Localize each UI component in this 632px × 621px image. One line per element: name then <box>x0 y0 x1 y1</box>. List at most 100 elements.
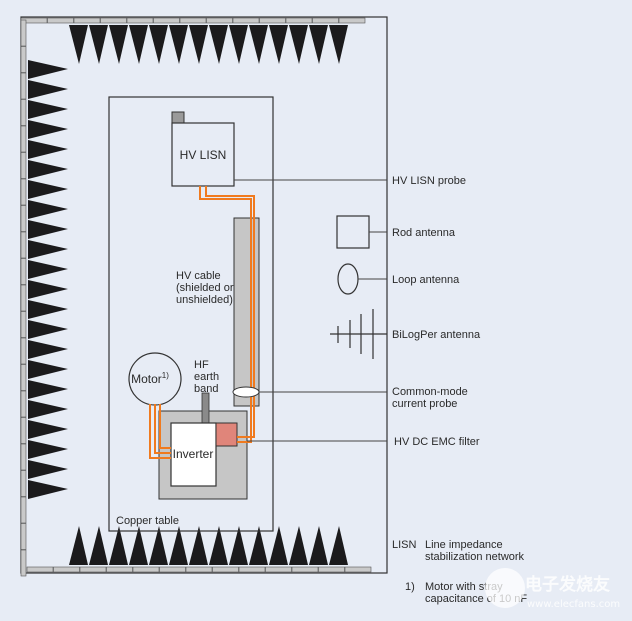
wall-brick <box>20 19 27 47</box>
wall-brick <box>20 125 27 153</box>
absorber-cone-bottom <box>129 526 148 565</box>
hf-label-line-2: earth <box>194 371 219 383</box>
wall-brick <box>259 17 286 24</box>
wall-brick <box>100 17 127 24</box>
wall-brick <box>153 17 180 24</box>
legend-key-footnote: 1) <box>405 581 415 593</box>
absorber-cone-left <box>28 200 68 219</box>
hf-earth-band <box>201 392 210 424</box>
wall-brick <box>47 17 74 24</box>
absorber-cone-bottom <box>109 526 128 565</box>
callout-hv-dc-emc-filter: HV DC EMC filter <box>394 436 480 448</box>
wall-brick <box>285 17 313 24</box>
hv-cable-label: HV cable (shielded or unshielded) <box>176 270 237 306</box>
wall-brick <box>132 566 160 573</box>
absorber-cone-left <box>28 120 68 139</box>
chamber-walls <box>20 17 372 577</box>
absorber-cone-left <box>28 460 68 479</box>
inverter-box <box>170 422 217 487</box>
absorber-cone-left <box>28 420 68 439</box>
wall-brick <box>20 470 27 497</box>
wall-brick <box>20 258 27 285</box>
absorber-cone-top <box>329 25 348 64</box>
hf-earth-band-label: HF earth band <box>194 359 222 395</box>
absorber-cone-left <box>28 240 68 259</box>
legend-footnote-line-1: Motor with stray <box>425 581 503 593</box>
absorber-cone-left <box>28 60 68 79</box>
absorber-cone-left <box>28 80 68 99</box>
wall-brick <box>26 566 54 573</box>
wall-brick <box>179 17 207 24</box>
motor-cable-3 <box>159 404 171 449</box>
wall-brick <box>20 72 27 100</box>
hv-cable-line-3: unshielded) <box>176 294 233 306</box>
callout-rod-antenna: Rod antenna <box>392 227 456 239</box>
hv-cable-shield <box>233 217 260 407</box>
absorber-cone-top <box>89 25 108 64</box>
legend-lisn-line-1: Line impedance <box>425 539 503 551</box>
wall-brick <box>126 17 154 24</box>
motor-text: Motor <box>131 372 162 386</box>
absorber-cone-left <box>28 140 68 159</box>
cable-minus <box>205 186 255 438</box>
absorber-cone-bottom <box>249 526 268 565</box>
wall-brick <box>265 566 292 573</box>
wall-brick <box>20 178 27 206</box>
wall-brick <box>318 566 345 573</box>
callout-bilogper-antenna: BiLogPer antenna <box>392 329 481 341</box>
absorber-cone-bottom <box>309 526 328 565</box>
cable-plus <box>199 186 252 443</box>
bilogper-antenna-icon <box>330 309 387 359</box>
callout-cm-line-2: current probe <box>392 398 457 410</box>
absorber-cone-left <box>28 100 68 119</box>
motor-superscript: 1) <box>162 371 169 380</box>
wall-brick <box>20 496 27 524</box>
callout-cm-line-1: Common-mode <box>392 386 468 398</box>
watermark-url: www.elecfans.com <box>527 599 620 610</box>
absorber-cone-top <box>109 25 128 64</box>
absorber-cone-left <box>28 180 68 199</box>
hf-label-line-3: band <box>194 383 218 395</box>
absorber-cone-bottom <box>269 526 288 565</box>
wall-brick <box>238 566 266 573</box>
absorber-cone-bottom <box>169 526 188 565</box>
callout-loop-antenna: Loop antenna <box>392 274 460 286</box>
legend-lisn-line-2: stabilization network <box>425 551 525 563</box>
wall-brick <box>79 566 107 573</box>
watermark-logo-icon <box>485 568 525 608</box>
absorber-cone-left <box>28 480 68 499</box>
lisn-connector <box>171 111 185 124</box>
absorber-cone-bottom <box>229 526 248 565</box>
copper-table-label: Copper table <box>116 515 179 527</box>
common-mode-current-probe <box>232 386 260 398</box>
hv-dc-emc-filter <box>215 422 238 447</box>
wall-brick <box>344 566 372 573</box>
wall-brick <box>20 152 27 179</box>
copper-table <box>108 96 274 532</box>
wall-brick <box>20 364 27 391</box>
wall-brick <box>20 523 27 550</box>
absorber-cone-left <box>28 300 68 319</box>
absorber-cone-top <box>249 25 268 64</box>
wall-brick <box>20 417 27 444</box>
absorber-cone-top <box>129 25 148 64</box>
absorber-cone-top <box>189 25 208 64</box>
absorber-cone-bottom <box>289 526 308 565</box>
hv-cable-line-2: (shielded or <box>176 282 234 294</box>
legend-key-lisn: LISN <box>392 539 417 551</box>
absorber-cone-left <box>28 220 68 239</box>
wall-brick <box>20 443 27 471</box>
absorber-cone-left <box>28 360 68 379</box>
absorber-cone-top <box>169 25 188 64</box>
wall-brick <box>338 17 366 24</box>
wall-brick <box>291 566 319 573</box>
absorber-cone-top <box>229 25 248 64</box>
absorber-cone-bottom <box>89 526 108 565</box>
hv-cables <box>149 186 255 459</box>
wall-brick <box>73 17 101 24</box>
wall-brick <box>185 566 213 573</box>
wall-brick <box>312 17 339 24</box>
absorber-cone-bottom <box>149 526 168 565</box>
rod-antenna-icon <box>336 215 370 249</box>
hv-lisn-box <box>171 122 235 187</box>
